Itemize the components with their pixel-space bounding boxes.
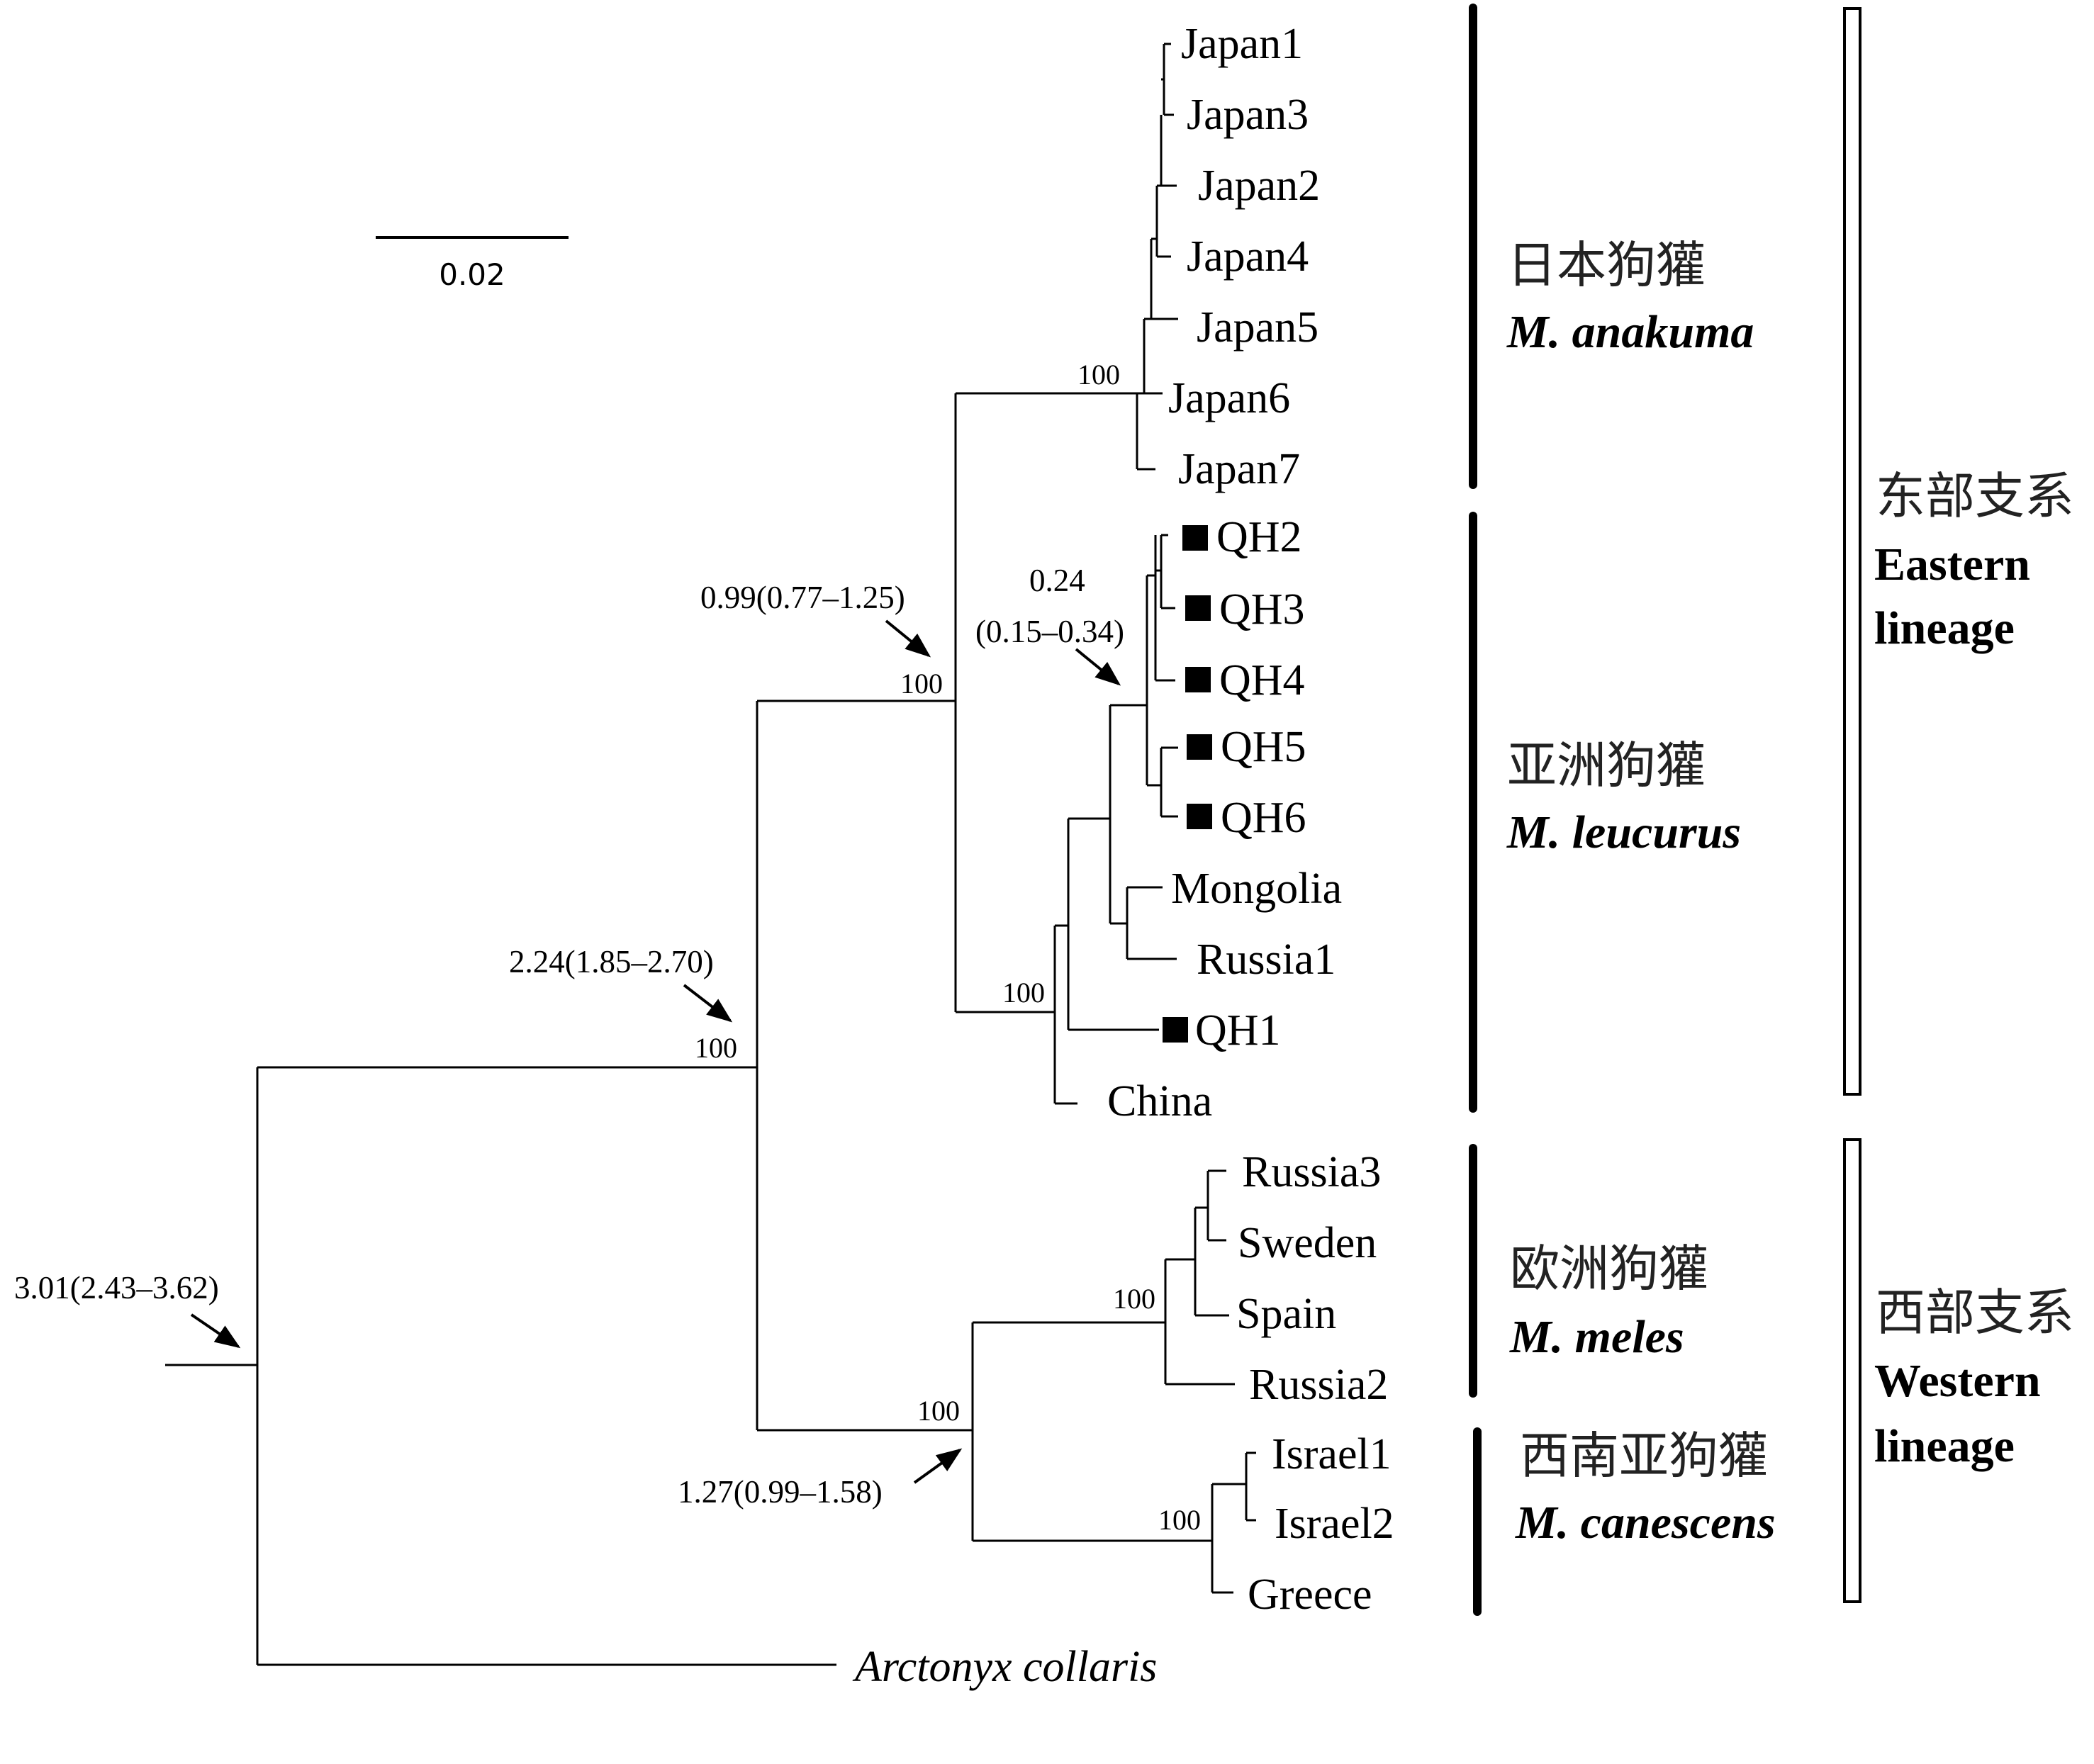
bar-western-lineage [1843, 1138, 1861, 1603]
bootstrap-western: 100 [917, 1395, 960, 1427]
bootstrap-eastern: 100 [900, 668, 943, 700]
tip-label-spain: Spain [1236, 1290, 1336, 1338]
lineage-bars [1843, 7, 1861, 1603]
bar-canescens [1473, 1427, 1482, 1616]
tip-label-israel1: Israel1 [1272, 1430, 1392, 1478]
time-root: 3.01(2.43–3.62) [14, 1270, 219, 1305]
lineage-cn-eastern: 东部支系 [1876, 470, 2074, 524]
tip-label-qh6: QH6 [1221, 794, 1306, 842]
lineage-en2-western: lineage [1874, 1420, 2015, 1472]
tip-label-japan3: Japan3 [1187, 91, 1309, 139]
tip-label-russia3: Russia3 [1242, 1148, 1381, 1196]
species-cn-anakuma: 日本狗獾 [1507, 239, 1706, 293]
annotation-arrows [190, 619, 1121, 1484]
bootstrap-leucurus: 100 [1002, 977, 1045, 1009]
bootstrap-japan: 100 [1077, 359, 1120, 391]
tip-label-israel2: Israel2 [1275, 1500, 1394, 1548]
tip-label-sweden: Sweden [1238, 1219, 1377, 1267]
tip-label-qh1: QH1 [1195, 1006, 1281, 1055]
tip-labels: Japan1 Japan3 Japan2 Japan4 Japan5 Japan… [852, 20, 1394, 1691]
tip-label-japan4: Japan4 [1187, 232, 1309, 281]
tip-label-japan2: Japan2 [1198, 162, 1320, 210]
tip-label-qh5: QH5 [1221, 723, 1306, 771]
tip-label-japan5: Japan5 [1197, 303, 1318, 352]
time-qh-bottom: (0.15–0.34) [975, 614, 1124, 649]
tip-label-japan1: Japan1 [1181, 20, 1303, 68]
species-bars [1469, 4, 1482, 1616]
tip-label-greece: Greece [1248, 1571, 1372, 1619]
tip-label-mongolia: Mongolia [1171, 865, 1342, 913]
tip-label-china: China [1107, 1077, 1212, 1125]
bootstrap-values: 100 100 100 100 100 100 100 [695, 359, 1201, 1536]
species-sci-anakuma: M. anakuma [1506, 306, 1754, 358]
species-cn-canescens: 西南亚狗獾 [1520, 1429, 1768, 1484]
lineage-en1-eastern: Eastern [1874, 539, 2030, 590]
tree-branches [165, 43, 1256, 1666]
tip-label-japan6: Japan6 [1168, 374, 1290, 422]
time-western: 1.27(0.99–1.58) [678, 1474, 883, 1510]
tip-label-outgroup: Arctonyx collaris [852, 1643, 1157, 1691]
qh3-marker-icon [1185, 595, 1211, 621]
bootstrap-canescens: 100 [1158, 1504, 1201, 1536]
species-cn-meles: 欧洲狗獾 [1510, 1242, 1708, 1297]
qh6-marker-icon [1187, 804, 1212, 829]
qh5-marker-icon [1187, 734, 1212, 760]
qh4-marker-icon [1185, 667, 1211, 692]
lineage-en2-eastern: lineage [1874, 602, 2015, 654]
lineage-cn-western: 西部支系 [1876, 1286, 2074, 1341]
species-sci-leucurus: M. leucurus [1506, 807, 1741, 858]
time-qh-top: 0.24 [1029, 563, 1085, 598]
species-cn-leucurus: 亚洲狗獾 [1507, 739, 1706, 794]
divergence-times: 3.01(2.43–3.62) 2.24(1.85–2.70) 0.99(0.7… [14, 563, 1124, 1510]
arrow-ingroup-icon [683, 984, 733, 1023]
species-labels: 日本狗獾 M. anakuma 亚洲狗獾 M. leucurus 欧洲狗獾 M.… [1506, 239, 1776, 1549]
bar-meles [1469, 1144, 1477, 1398]
tip-label-qh2: QH2 [1216, 513, 1302, 561]
tip-label-qh3: QH3 [1219, 585, 1305, 634]
species-sci-canescens: M. canescens [1515, 1497, 1776, 1549]
bar-anakuma [1469, 4, 1477, 489]
qh1-marker-icon [1163, 1017, 1188, 1043]
tip-label-qh4: QH4 [1219, 656, 1305, 704]
tip-label-japan7: Japan7 [1178, 445, 1300, 493]
bar-eastern-lineage [1843, 7, 1861, 1096]
bar-leucurus [1469, 512, 1477, 1113]
bootstrap-meles: 100 [1113, 1283, 1155, 1315]
bootstrap-ingroup: 100 [695, 1032, 737, 1064]
species-sci-meles: M. meles [1509, 1311, 1684, 1363]
arrow-eastern-icon [885, 619, 931, 658]
arrow-root-icon [190, 1313, 241, 1349]
lineage-labels: 东部支系 Eastern lineage 西部支系 Western lineag… [1874, 470, 2074, 1472]
tip-label-russia1: Russia1 [1197, 936, 1336, 984]
scale-bar: 0.02 [376, 236, 569, 292]
time-eastern: 0.99(0.77–1.25) [700, 580, 905, 615]
qh-markers [1163, 525, 1212, 1043]
arrow-western-icon [913, 1448, 963, 1484]
scale-bar-label: 0.02 [439, 257, 505, 292]
lineage-en1-western: Western [1874, 1355, 2041, 1407]
qh2-marker-icon [1182, 525, 1208, 551]
arrow-qh-icon [1075, 648, 1121, 686]
time-ingroup: 2.24(1.85–2.70) [509, 944, 714, 979]
tip-label-russia2: Russia2 [1249, 1361, 1388, 1409]
